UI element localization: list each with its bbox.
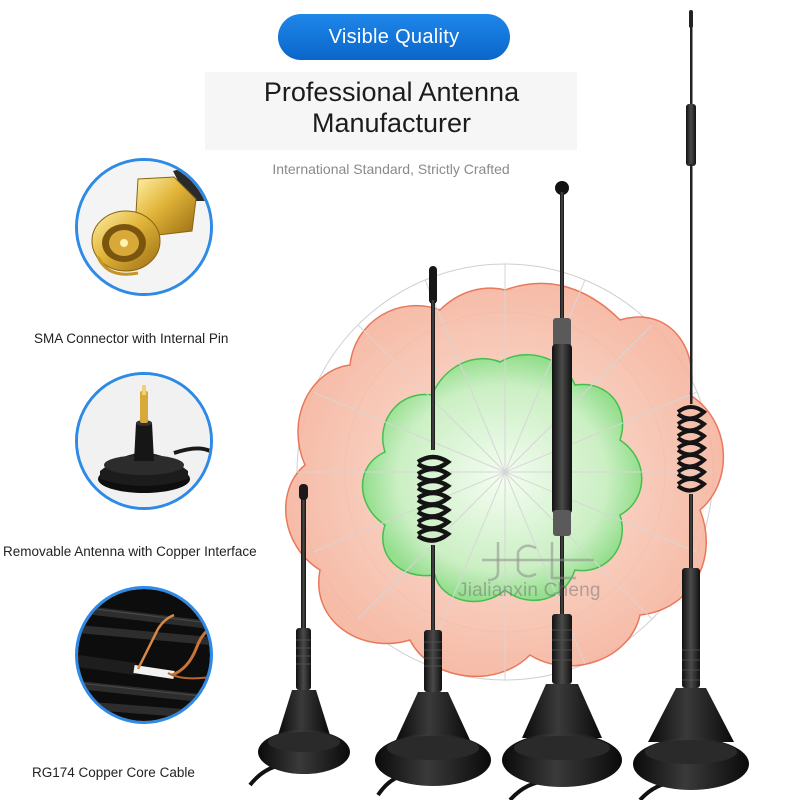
watermark-logo-icon <box>482 542 594 582</box>
feature-label-cable: RG174 Copper Core Cable <box>32 765 195 780</box>
antenna-sleeve <box>502 181 622 800</box>
magnetic-base-photo <box>75 372 213 510</box>
copper-cable-photo <box>75 586 213 724</box>
sma-connector-photo <box>75 158 213 296</box>
radar-spokes <box>297 264 713 680</box>
magnetic-base-icon <box>78 375 210 507</box>
subtitle: International Standard, Strictly Crafted <box>272 161 510 177</box>
page-title: Professional Antenna Manufacturer <box>200 77 583 139</box>
watermark-text: Jialianxin Cheng <box>458 580 601 601</box>
antenna-coil-tall <box>633 10 749 800</box>
copper-cable-icon <box>78 589 210 721</box>
title-line-1: Professional Antenna <box>263 77 520 107</box>
antenna-short <box>248 484 350 787</box>
visible-quality-badge: Visible Quality <box>278 14 510 60</box>
feature-label-sma: SMA Connector with Internal Pin <box>34 331 229 346</box>
sma-connector-icon <box>78 161 210 293</box>
title-backdrop <box>205 72 577 150</box>
antenna-coil-medium <box>375 266 491 797</box>
feature-label-removable: Removable Antenna with Copper Interface <box>3 544 257 559</box>
title-line-2: Manufacturer <box>311 108 472 138</box>
